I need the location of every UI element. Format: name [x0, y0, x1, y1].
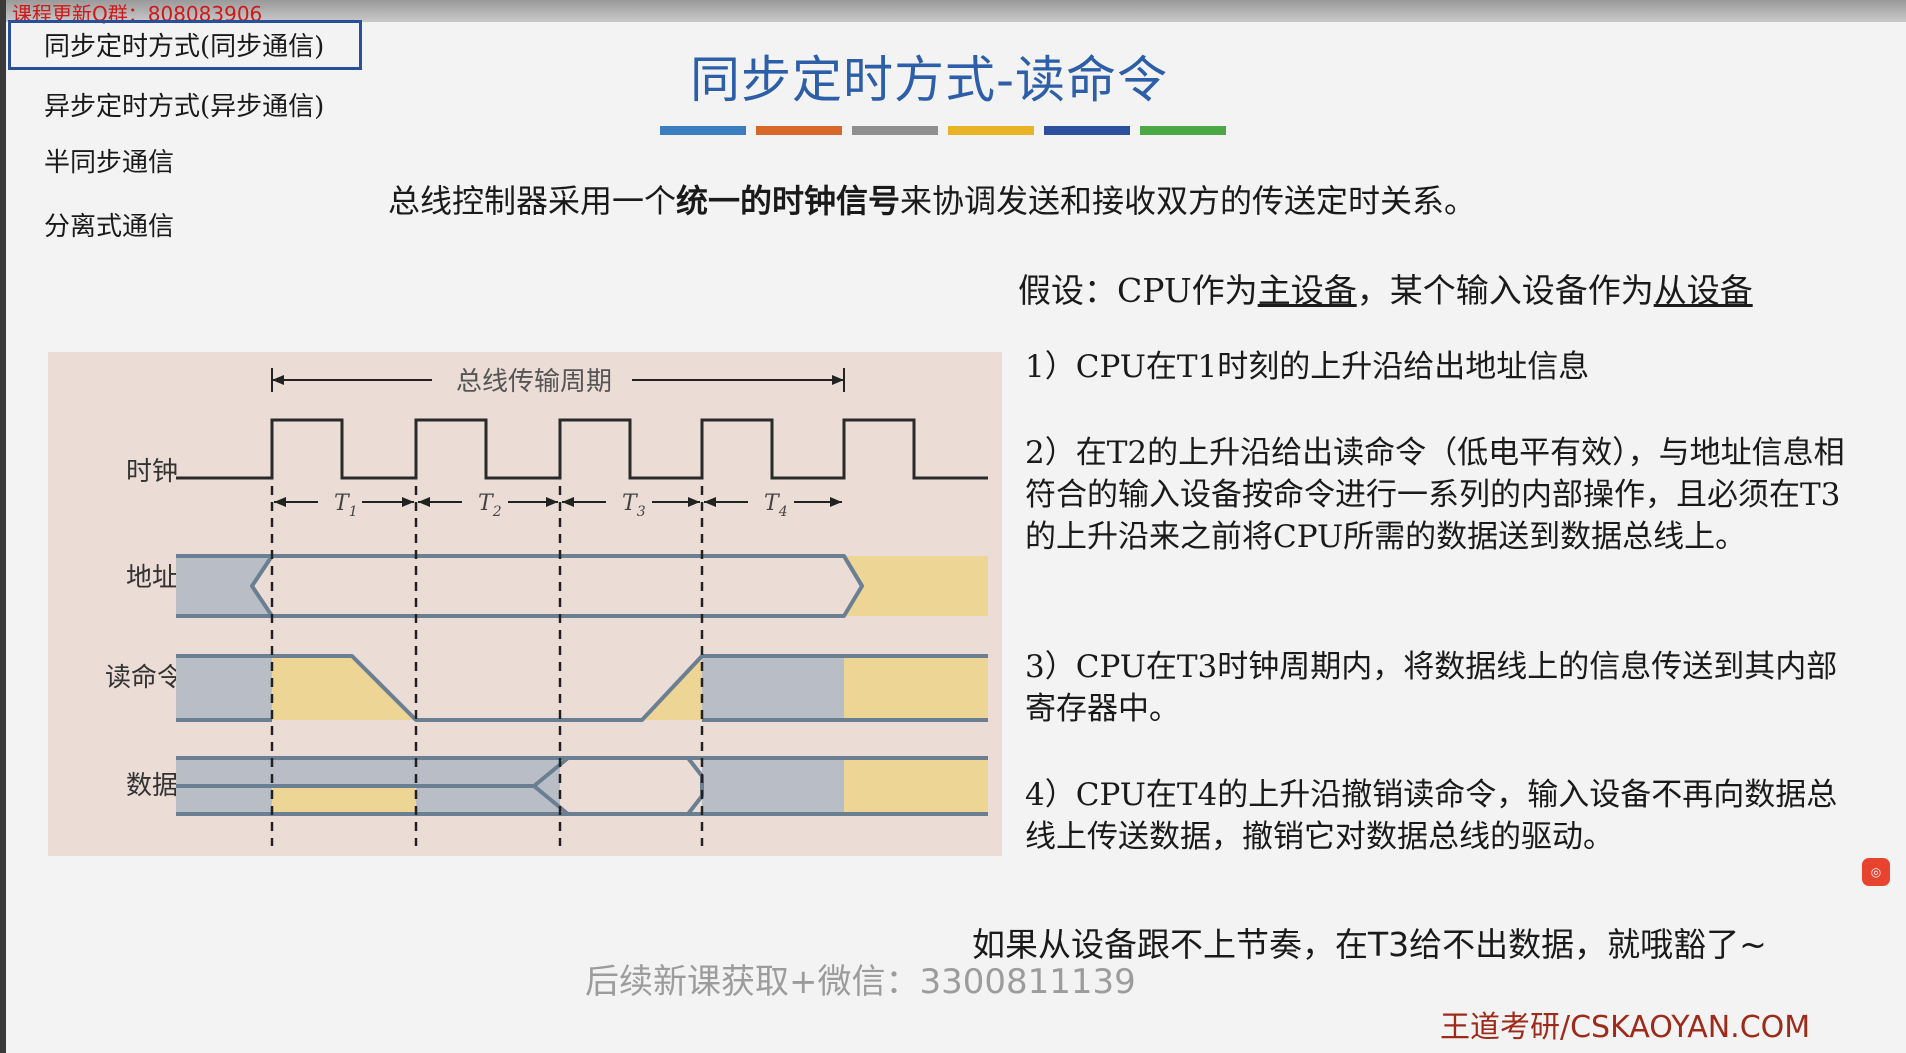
sidebar-item-split[interactable]: 分离式通信	[44, 212, 175, 242]
color-bar	[1140, 126, 1226, 135]
cycle-label-t1: T1	[334, 491, 358, 520]
conclusion-text: 如果从设备跟不上节奏，在T3给不出数据，就哦豁了~	[972, 925, 1767, 964]
cycle-arrowhead	[274, 497, 286, 507]
sidebar-item-sync[interactable]: 同步定时方式(同步通信)	[44, 32, 325, 62]
cycle-arrowhead	[830, 497, 842, 507]
cycle-arrowhead	[688, 497, 700, 507]
address-outline-left	[176, 554, 274, 618]
cycle-arrowhead	[402, 497, 414, 507]
read-high-segment	[702, 656, 844, 720]
color-bar	[660, 126, 746, 135]
cycle-guide-lines	[270, 486, 704, 846]
cycle-label-t4: T4	[764, 491, 788, 520]
intro-before: 总线控制器采用一个	[388, 182, 677, 220]
data-idle-t4	[702, 758, 844, 814]
sidebar-item-semi-sync[interactable]: 半同步通信	[44, 148, 175, 178]
timing-diagram: 总线传输周期 时钟 地址 读命令 数据 T1 T2 T3 T4	[48, 352, 1002, 856]
color-bar	[948, 126, 1034, 135]
address-bus	[176, 554, 988, 618]
assumption-prefix: 假设：CPU作为	[1018, 271, 1258, 310]
period-arrowhead-left	[272, 375, 284, 385]
step-1: 1）CPU在T1时刻的上升沿给出地址信息	[1025, 349, 1590, 385]
read-outline-top	[176, 654, 988, 722]
cycle-arrowhead	[704, 497, 716, 507]
color-bar	[1044, 126, 1130, 135]
color-bar	[756, 126, 842, 135]
data-lower-t2	[416, 786, 560, 814]
read-command-signal	[176, 654, 988, 722]
read-idle-left	[176, 656, 272, 720]
data-upper-t2	[416, 758, 560, 786]
bottom-watermark: 后续新课获取+微信：3300811139	[585, 962, 1136, 1002]
color-bar	[852, 126, 938, 135]
data-upper-t1	[272, 758, 416, 786]
data-idle-lower	[176, 786, 272, 814]
cycle-arrowhead	[562, 497, 574, 507]
clock-waveform	[176, 418, 988, 480]
step-4: 4）CPU在T4的上升沿撤销读命令，输入设备不再向数据总线上传送数据，撤销它对数…	[1025, 777, 1838, 855]
cycle-arrowhead	[418, 497, 430, 507]
window-top-bar	[0, 0, 1906, 22]
period-label: 总线传输周期	[456, 367, 612, 397]
address-next-segment	[844, 556, 988, 616]
step-2: 2）在T2的上升沿给出读命令（低电平有效），与地址信息相符合的输入设备按命令进行…	[1025, 435, 1845, 555]
cycle-arrows	[274, 497, 842, 507]
title-color-bars	[660, 126, 1226, 135]
data-idle-upper	[176, 758, 272, 786]
read-falling-segment	[272, 656, 416, 720]
intro-text: 总线控制器采用一个统一的时钟信号来协调发送和接收双方的传送定时关系。	[388, 176, 1476, 222]
address-label: 地址	[126, 563, 178, 593]
sidebar-item-async[interactable]: 异步定时方式(异步通信)	[44, 92, 325, 122]
step-3: 3）CPU在T3时钟周期内，将数据线上的信息传送到其内部寄存器中。	[1025, 649, 1838, 727]
intro-bold: 统一的时钟信号	[676, 182, 901, 220]
slide-title: 同步定时方式-读命令	[690, 51, 1169, 109]
assumption-middle: ，某个输入设备作为	[1356, 271, 1654, 310]
record-icon[interactable]: ◎	[1862, 858, 1890, 886]
address-outline-edge	[842, 554, 864, 588]
data-label: 数据	[126, 771, 178, 801]
left-edge-bar	[0, 0, 6, 1053]
clock-label: 时钟	[126, 457, 178, 487]
assumption-text: 假设：CPU作为主设备，某个输入设备作为从设备	[1018, 264, 1753, 312]
cycle-label-t2: T2	[478, 491, 502, 520]
cycle-arrowhead	[546, 497, 558, 507]
data-lower-t1	[272, 786, 416, 814]
data-valid-eye	[532, 756, 704, 816]
read-next-segment	[844, 656, 988, 720]
intro-after: 来协调发送和接收双方的传送定时关系。	[900, 182, 1477, 220]
assumption-slave: 从设备	[1653, 271, 1753, 310]
data-bus	[176, 756, 988, 816]
address-valid-segment	[252, 556, 862, 616]
read-label: 读命令	[105, 663, 183, 693]
brand-logo-text: 王道考研/CSKAOYAN.COM	[1440, 1010, 1811, 1045]
cycle-label-t3: T3	[622, 491, 646, 520]
data-next-segment	[844, 758, 988, 814]
assumption-master: 主设备	[1257, 271, 1357, 310]
period-arrowhead-right	[832, 375, 844, 385]
sidebar-active-highlight	[8, 20, 362, 70]
